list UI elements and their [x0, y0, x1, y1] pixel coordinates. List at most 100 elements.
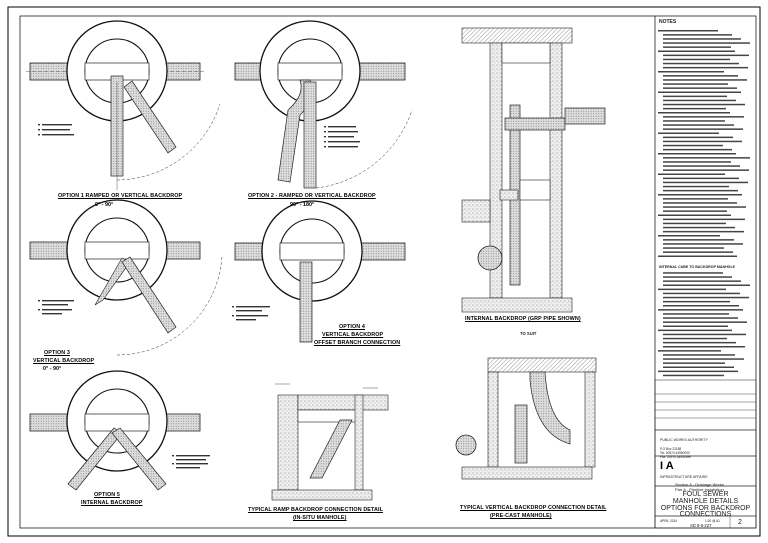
internal-detail-section [461, 27, 606, 313]
note-text-line [663, 103, 745, 106]
revision-number: 2 [738, 519, 742, 526]
note-text-line [658, 350, 721, 352]
note-text-line [658, 370, 738, 373]
note-text-line [663, 276, 732, 278]
drawing-number: SD 8-6-227 [690, 523, 712, 528]
option3-plan [29, 199, 223, 356]
note-text-line [658, 112, 730, 114]
note-text-line [663, 251, 733, 253]
note-text-line [663, 366, 734, 368]
drawing-title-line-4: CONNECTIONS [679, 511, 732, 518]
note-text-line [663, 296, 749, 299]
vertical-detail-subtitle: (PRE-CAST MANHOLE) [490, 513, 552, 519]
note-text-line [663, 272, 723, 274]
notes-subheading: INTERNAL CUBE TO BACKDROP MANHOLE [659, 265, 736, 269]
option2-range: 90° - 180° [290, 202, 315, 208]
address-line-2: Tel: 00974 44950000 [660, 451, 690, 455]
note-text-line [663, 313, 729, 315]
option3-title: OPTION 3 [44, 350, 70, 356]
note-text-line [663, 177, 739, 180]
note-text-line [663, 87, 737, 89]
ramp-detail-title: TYPICAL RAMP BACKDROP CONNECTION DETAIL [248, 507, 383, 513]
note-text-line [663, 358, 744, 360]
option5-title: OPTION 5 [94, 492, 120, 498]
note-text-line [663, 169, 749, 171]
leader-label: TO SUIT [520, 331, 537, 336]
option1-notes [38, 124, 74, 136]
option5-subtitle: INTERNAL BACKDROP [81, 500, 143, 506]
option1-title: OPTION 1 RAMPED OR VERTICAL BACKDROP [58, 193, 183, 199]
note-text-line [663, 144, 723, 147]
note-text-line [663, 42, 750, 44]
drawing-title-line-2: MANHOLE DETAILS [672, 498, 739, 505]
note-text-line [658, 309, 743, 311]
note-text-line [663, 292, 740, 295]
note-text-line [663, 206, 746, 208]
note-text-line [663, 136, 733, 139]
internal-detail-title: INTERNAL BACKDROP (GRP PIPE SHOWN) [465, 316, 581, 322]
note-text-line [663, 226, 735, 229]
note-text-line [663, 198, 728, 200]
note-text-line [663, 239, 734, 241]
note-text-line [663, 165, 740, 167]
drawing-title-line-1: FOUL SEWER [682, 491, 729, 498]
title-block [654, 379, 757, 529]
note-text-line [658, 30, 718, 32]
ramp-detail-subtitle: (IN-SITU MANHOLE) [293, 515, 347, 521]
note-text-line [658, 91, 741, 93]
note-text-line [663, 116, 744, 118]
option4-notes [232, 306, 270, 321]
note-text-line [663, 34, 732, 36]
note-text-line [658, 255, 737, 257]
note-text-line [663, 337, 727, 340]
note-text-line [658, 288, 726, 291]
note-text-line [663, 230, 744, 233]
note-text-line [663, 317, 738, 319]
option3-range: 0° - 90° [43, 366, 62, 372]
section-line-1: Section 8 - Drainage Works [675, 482, 724, 487]
note-text-line [663, 62, 739, 65]
note-text-line [663, 181, 748, 184]
note-text-line [663, 280, 741, 282]
note-text-line [663, 247, 724, 249]
vertical-detail-section [455, 357, 597, 480]
note-text-line [663, 157, 750, 159]
note-text-line [663, 99, 736, 102]
note-text-line [663, 284, 750, 286]
address-line-3: Fax: 00974 44950999 [660, 455, 692, 459]
address-line-1: P.O.Box 22188 [660, 447, 682, 451]
notes-heading: NOTES [659, 19, 677, 25]
note-text-line [663, 83, 728, 85]
note-text-line [663, 128, 743, 130]
note-text-line [663, 124, 734, 126]
inner-border [19, 15, 757, 529]
note-text-line [663, 346, 745, 348]
option4-plan [234, 200, 406, 343]
note-text-line [663, 120, 725, 122]
drawing-scale: 1:20 @ A1 [705, 519, 720, 523]
note-text-line [663, 354, 735, 356]
note-text-line [663, 300, 730, 303]
note-text-line [663, 189, 738, 192]
note-text-line [658, 71, 724, 73]
note-text-line [663, 243, 743, 245]
note-text-line [663, 374, 724, 377]
note-text-line [663, 305, 739, 307]
note-text-line [663, 95, 727, 98]
option2-title: OPTION 2 - RAMPED OR VERTICAL BACKDROP [248, 193, 376, 199]
option3-notes [38, 300, 74, 315]
note-text-line [658, 132, 719, 134]
note-text-line [663, 210, 727, 212]
option2-plan [234, 20, 413, 189]
note-text-line [663, 202, 737, 204]
option1-plan [26, 20, 221, 190]
department-name: INFRASTRUCTURE AFFAIRS [660, 475, 708, 479]
option1-range: 0° - 90° [95, 202, 114, 208]
note-text-line [663, 79, 747, 81]
note-text-line [663, 107, 726, 110]
option4-sub2: OFFSET BRANCH CONNECTION [314, 340, 401, 346]
note-text-line [658, 235, 720, 237]
drawing-date: APRIL 2014 [660, 519, 678, 523]
note-text-line [663, 75, 738, 77]
